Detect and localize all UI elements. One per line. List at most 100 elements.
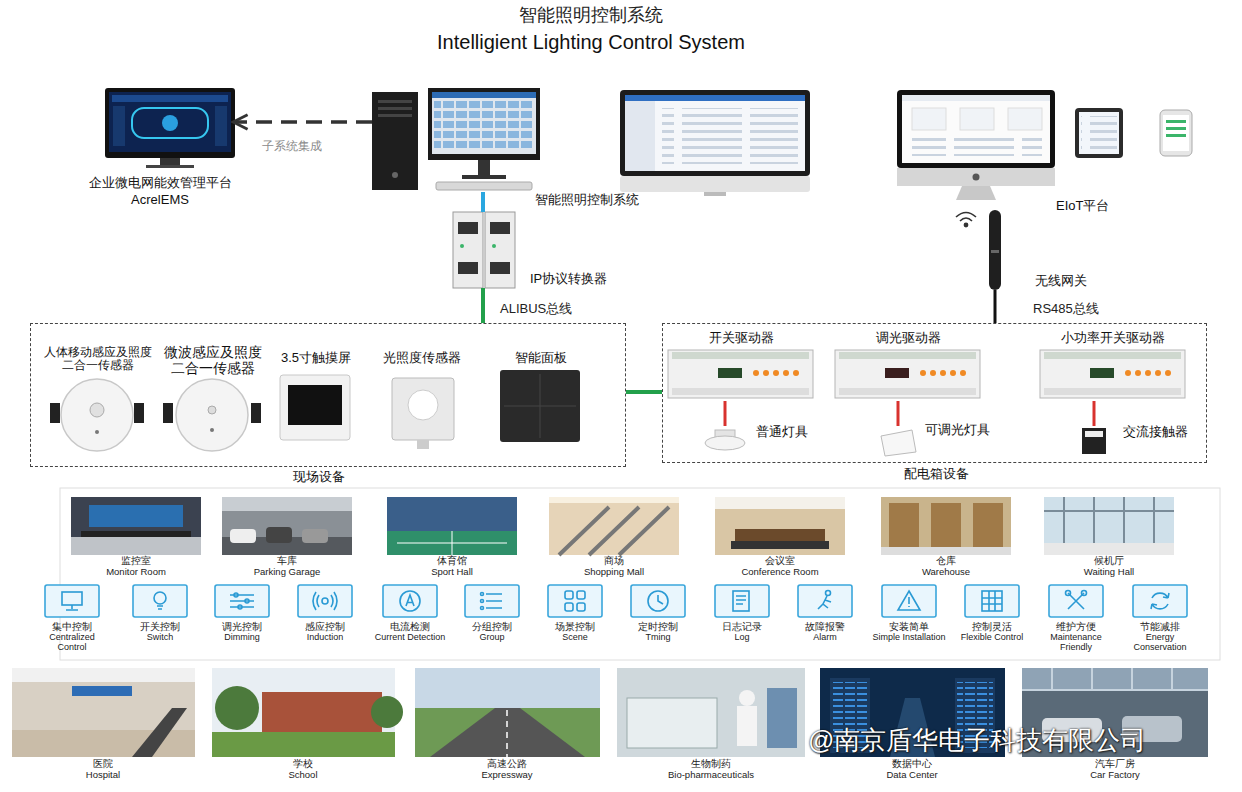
node-label: EIoT平台 <box>1056 199 1109 214</box>
ems-monitor-part <box>113 106 125 146</box>
tablet-phone-part <box>1075 108 1123 158</box>
scene-photo-part <box>230 529 256 543</box>
lamp-pictures-part <box>1082 428 1106 454</box>
lamp-pictures-part <box>1085 431 1103 437</box>
caption-text: Car Factory <box>1090 770 1140 780</box>
caption-text: 会议室 <box>765 556 795 566</box>
lamp-pictures-part <box>705 436 745 450</box>
scene-photo <box>71 497 201 555</box>
scene-photo <box>881 497 1011 555</box>
caption-text: 商场 <box>604 556 624 566</box>
feature-icon-part <box>798 585 852 617</box>
dimming-driver-part <box>920 370 926 376</box>
feature-icon-part-part <box>406 595 414 606</box>
lighting-pc-part <box>432 92 536 154</box>
feature-icon-part-part <box>631 585 685 617</box>
node-label: 微波感应及照度二合一传感器 <box>161 344 266 376</box>
device-node: EIoT平台 <box>897 90 1055 200</box>
caption-text: Induction <box>307 633 344 643</box>
sensor-device-part <box>251 403 261 423</box>
feature-icon-part-part <box>577 603 585 611</box>
feature-icon-part-part <box>1066 591 1071 596</box>
device-node: 智能面板 <box>496 346 586 446</box>
caption-text: 生物制药 <box>691 759 731 769</box>
sensor-device-part <box>61 379 133 451</box>
application-photo-part <box>627 698 717 748</box>
scene-photo-part <box>302 529 328 543</box>
caption-text: 开关控制 <box>140 622 180 632</box>
scene-photo-part <box>559 507 669 555</box>
node-label: 3.5寸触摸屏 <box>281 351 351 366</box>
application-photo-part <box>12 668 195 757</box>
feature-icon-part-part <box>465 585 519 617</box>
node-label: IP协议转换器 <box>530 272 607 287</box>
bus-label: ALIBUS总线 <box>500 302 572 316</box>
dimming-driver <box>835 350 980 398</box>
node-label: 交流接触器 <box>1123 425 1188 440</box>
node-label: 小功率开关驱动器 <box>1061 331 1165 346</box>
small-switch-driver-part <box>1125 370 1131 376</box>
lighting-pc-part <box>432 92 536 98</box>
application-photo-part <box>12 668 195 682</box>
application-photo-part <box>72 686 132 696</box>
node-label: 调光驱动器 <box>876 331 941 346</box>
device-node: 调光驱动器 <box>836 329 981 401</box>
feature-icon-part <box>298 585 352 617</box>
dimming-driver-part <box>940 370 946 376</box>
scene-photo-part <box>931 503 961 547</box>
ems-monitor-part <box>112 95 228 102</box>
dimming-driver-part <box>835 350 980 398</box>
device-node: 智能照明控制系统 <box>372 88 542 192</box>
ip-converter <box>453 212 515 288</box>
caption-text: Conference Room <box>741 567 818 577</box>
small-switch-driver-part <box>1040 350 1185 398</box>
bus-label: RS485总线 <box>1033 302 1099 316</box>
switch-driver-part <box>753 370 759 376</box>
device-node: 企业微电网能效管理平台AcrelEMS <box>105 88 235 168</box>
tablet-phone-part <box>1163 115 1189 151</box>
feature-icon-part-part <box>882 585 936 617</box>
eiot-monitor-part <box>897 90 1055 168</box>
connector <box>481 288 485 323</box>
sensor-device-part <box>163 403 173 423</box>
application-photo <box>12 668 195 757</box>
eiot-monitor-part <box>956 186 996 200</box>
eiot-monitor-part <box>973 174 980 181</box>
switch-driver-part <box>668 350 813 398</box>
caption-text: 调光控制 <box>222 622 262 632</box>
caption-text: 安装简单 <box>889 622 929 632</box>
connector <box>724 401 727 426</box>
tablet-phone-part <box>1079 112 1119 154</box>
caption-text: 日志记录 <box>722 622 762 632</box>
feature-icon-part-part <box>798 585 852 617</box>
wifi-symbol-part <box>964 223 967 226</box>
lighting-pc-part <box>392 172 398 178</box>
wireless-gateway <box>989 210 1001 290</box>
feature-icon-part-part <box>1151 593 1169 609</box>
scene-photo-part <box>266 527 292 543</box>
small-switch-driver-part <box>1155 370 1161 376</box>
node-label: 智能面板 <box>515 351 567 366</box>
ems-monitor-part <box>160 158 180 165</box>
scene-photo-part <box>549 497 679 555</box>
feature-icon-part <box>45 585 99 617</box>
device-node: 光照度传感器 <box>376 346 468 452</box>
caption-text: 维护方便 <box>1056 622 1096 632</box>
caption-text: Scene <box>562 633 588 643</box>
caption-text: Maintenance Friendly <box>1043 633 1109 653</box>
feature-icon-part-part <box>1133 585 1187 617</box>
caption-text: 监控室 <box>121 556 151 566</box>
feature-icon-part-part <box>245 599 249 603</box>
feature-icon-part-part <box>322 598 328 604</box>
dashed-group-box: 配电箱设备开关驱动器调光驱动器小功率开关驱动器普通灯具可调光灯具交流接触器 <box>662 323 1207 463</box>
ems-monitor <box>105 88 235 168</box>
feature-icon-part-part <box>313 592 337 610</box>
node-label: 企业微电网能效管理平台 <box>89 176 232 191</box>
caption-text: Energy Conservation <box>1127 633 1193 653</box>
wifi-symbol <box>956 213 976 227</box>
tablet-phone <box>1075 108 1192 158</box>
device-node: 开关驱动器 <box>669 329 814 401</box>
lighting-pc-part <box>378 100 412 103</box>
tablet-phone-part <box>1166 134 1186 137</box>
